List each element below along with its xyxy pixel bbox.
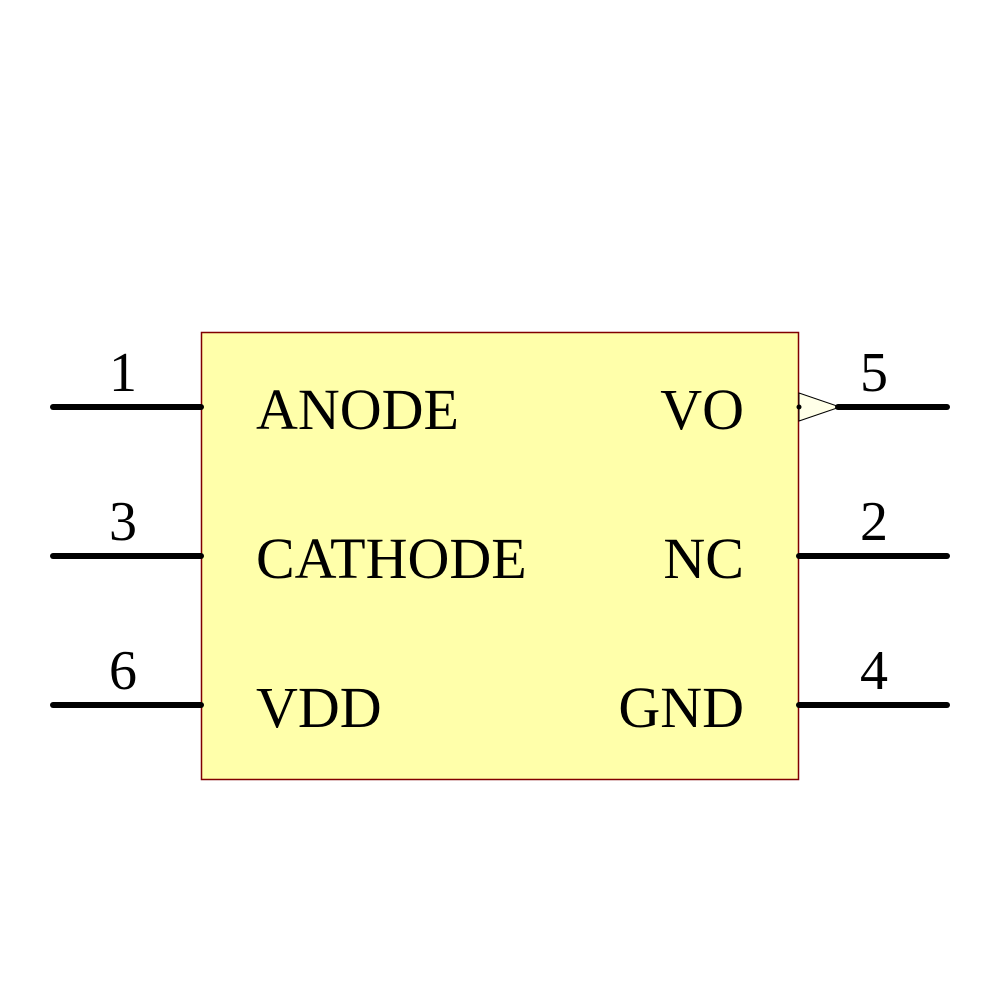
output-arrow-icon [798, 392, 842, 422]
component-body[interactable] [200, 331, 800, 781]
pin-name: ANODE [256, 377, 459, 442]
pin-4[interactable]: 4 GND [618, 640, 950, 740]
pin-name: CATHODE [256, 526, 527, 591]
pin-name: GND [618, 675, 744, 740]
pin-1[interactable]: 1 ANODE [50, 342, 459, 442]
pin-number: 2 [860, 491, 888, 553]
pin-3[interactable]: 3 CATHODE [50, 491, 527, 591]
pin-number: 3 [109, 491, 137, 553]
pin-name: NC [663, 526, 744, 591]
pin-2[interactable]: 2 NC [663, 491, 950, 591]
pin-number: 5 [860, 342, 888, 404]
pin-6[interactable]: 6 VDD [50, 640, 382, 740]
pin-name: VO [660, 377, 744, 442]
pin-number: 1 [109, 342, 137, 404]
pin-number: 6 [109, 640, 137, 702]
pin-5[interactable]: 5 VO [660, 342, 950, 442]
pin-name: VDD [256, 675, 382, 740]
pin-number: 4 [860, 640, 888, 702]
